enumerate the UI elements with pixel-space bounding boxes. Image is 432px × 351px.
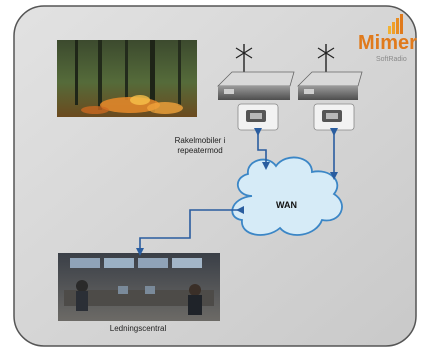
radio-unit-left — [217, 44, 295, 131]
mimer-logo-bars — [388, 14, 403, 34]
wan-cloud — [231, 156, 343, 236]
radios-label-line1: Rakelmobiler i — [174, 136, 226, 145]
link-radio-left-to-wan — [254, 128, 270, 170]
logo-name: Mimer — [358, 32, 417, 54]
radio-unit-right — [297, 44, 363, 131]
radios-label-line2: repeatermod — [177, 146, 223, 155]
link-wan-to-control-center — [136, 206, 244, 256]
logo-subtitle: SoftRadio — [376, 56, 407, 63]
radios-label: Rakelmobiler i repeatermod — [150, 136, 250, 156]
control-room-photo — [58, 253, 220, 321]
wan-label: WAN — [276, 200, 297, 210]
forest-fire-photo — [57, 40, 197, 117]
control-center-label: Ledningscentral — [109, 324, 167, 333]
